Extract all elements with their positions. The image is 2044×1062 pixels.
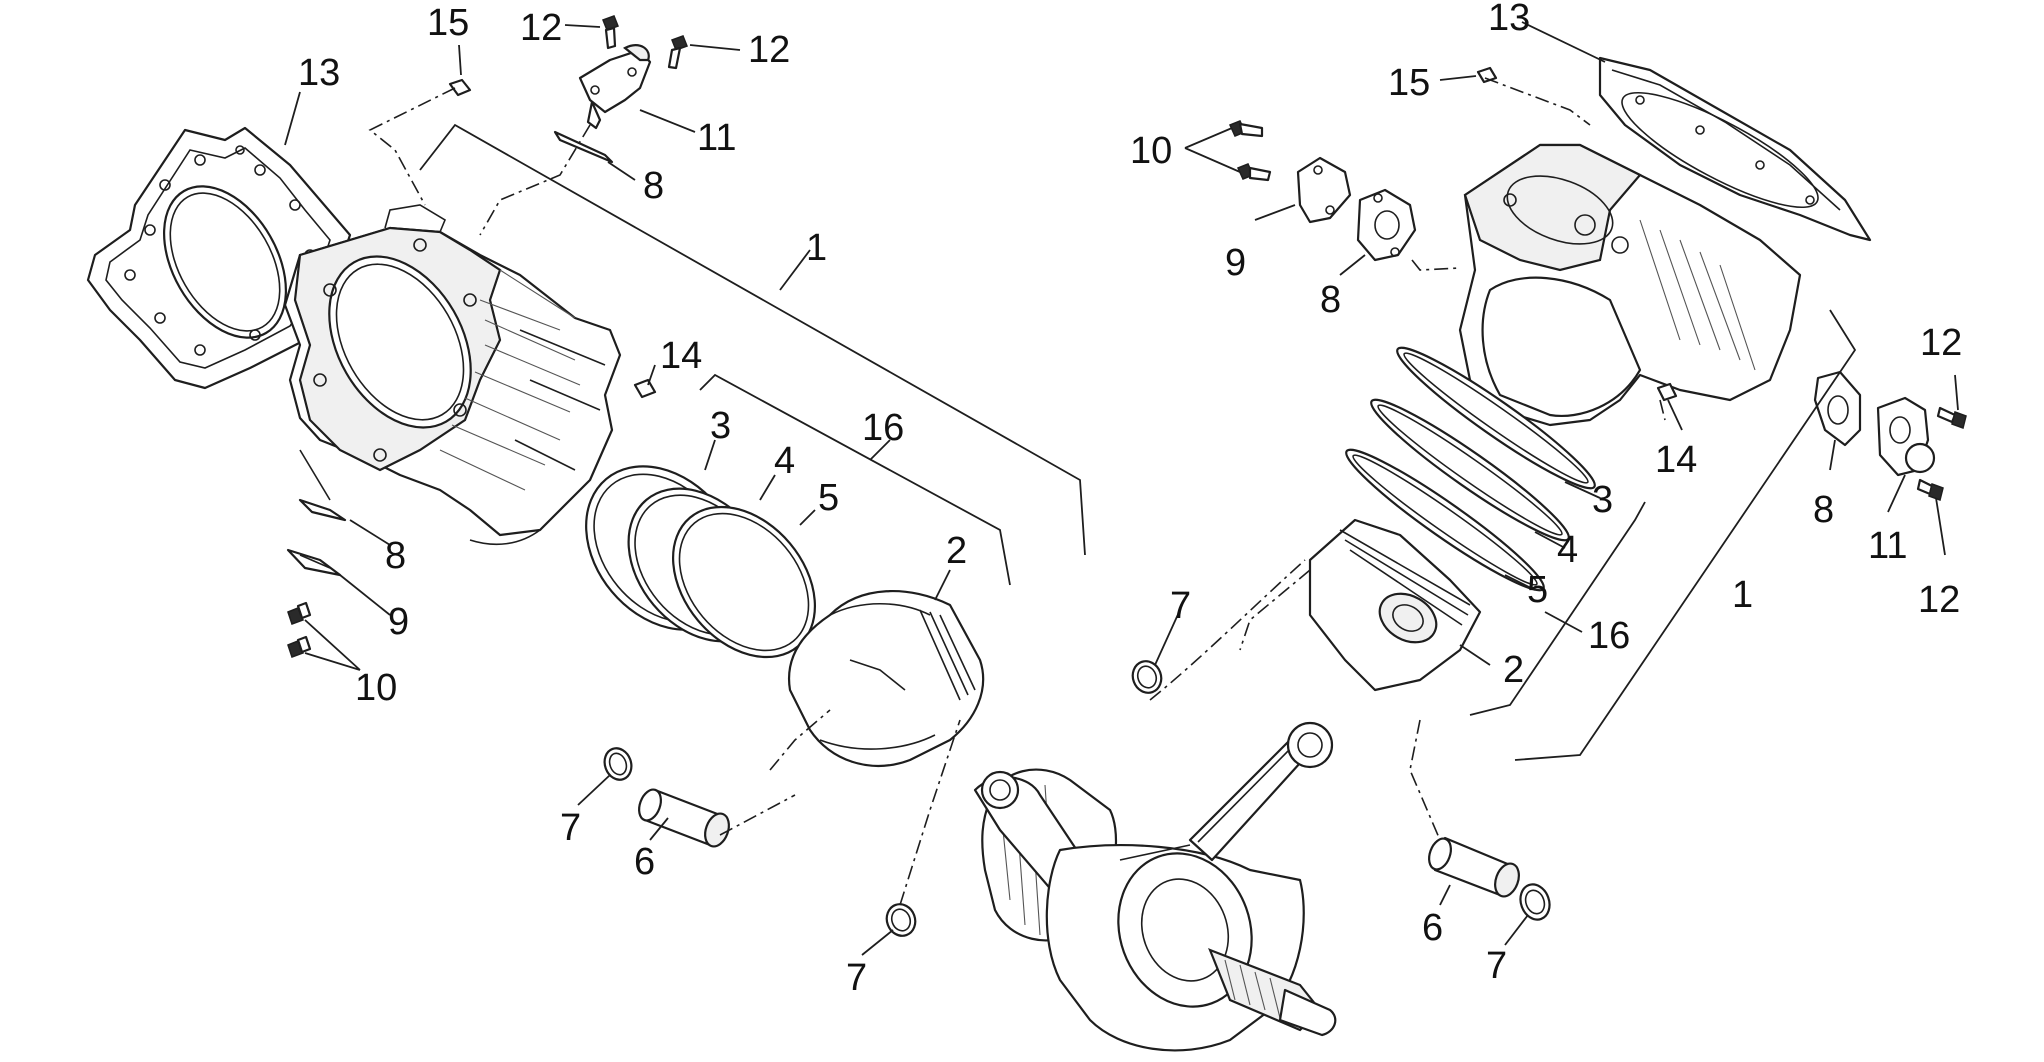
callout-r10: 10 <box>1130 130 1172 172</box>
piston-left <box>787 590 985 767</box>
piston-pin-right <box>1428 836 1520 898</box>
assembly-guide-lines <box>368 77 1666 906</box>
callout-r8a: 8 <box>1320 279 1341 321</box>
callout-l12a: 12 <box>520 7 562 49</box>
callout-r12a: 12 <box>1920 322 1962 364</box>
chain-tensioner-left <box>578 44 652 130</box>
callout-l1: 1 <box>806 227 827 269</box>
circlip-right-b <box>1519 883 1551 921</box>
callout-l6: 6 <box>634 841 655 883</box>
bracket-16-right <box>1469 501 1646 716</box>
callout-r16: 16 <box>1588 615 1630 657</box>
piston-ring-5-right <box>1345 448 1545 592</box>
bracket-16-left <box>699 373 1011 586</box>
crankshaft-assembly <box>973 721 1337 1052</box>
bolt-12-right-b <box>1916 478 1944 501</box>
callout-r8b: 8 <box>1813 489 1834 531</box>
circlip-left-a <box>603 747 633 781</box>
callout-l9: 9 <box>388 601 409 643</box>
callout-r5: 5 <box>1527 569 1548 611</box>
cover-plate-right <box>1296 156 1352 224</box>
callout-l5: 5 <box>818 477 839 519</box>
cover-plate-left-lower <box>286 548 342 577</box>
tensioner-gasket-right-side <box>1813 370 1862 447</box>
bolt-10-left-b <box>287 635 312 658</box>
callout-r13: 13 <box>1488 0 1530 39</box>
circlip-right-a <box>1131 660 1163 694</box>
bracket-1-right <box>1514 309 1857 761</box>
callout-l10: 10 <box>355 667 397 709</box>
cylinder-right <box>1458 143 1802 427</box>
chain-tensioner-right <box>1876 396 1936 477</box>
callout-l12b: 12 <box>748 29 790 71</box>
piston-ring-3-right <box>1396 346 1596 490</box>
head-gasket-right <box>1598 56 1872 242</box>
callout-r14: 14 <box>1655 439 1697 481</box>
callout-l15: 15 <box>427 2 469 44</box>
callout-r4: 4 <box>1557 529 1578 571</box>
bracket-1-left <box>419 123 1086 556</box>
dowel-pin-right-mid <box>1656 382 1678 402</box>
assembly-brackets <box>419 123 1857 761</box>
piston-right <box>1308 518 1482 692</box>
callout-l16: 16 <box>862 407 904 449</box>
piston-pin-left <box>638 788 730 848</box>
cylinder-left <box>283 204 622 546</box>
callout-r15: 15 <box>1388 62 1430 104</box>
callout-l11: 11 <box>697 117 736 159</box>
bolt-10-right-a <box>1228 120 1264 138</box>
callout-r2: 2 <box>1503 649 1524 691</box>
bolt-10-right-b <box>1236 163 1272 182</box>
bolt-12-left-a <box>602 15 619 50</box>
dowel-pin-left-mid <box>633 378 657 399</box>
piston-ring-4-right <box>1370 398 1570 542</box>
callout-l7b: 7 <box>846 957 867 999</box>
callout-l4: 4 <box>774 440 795 482</box>
callout-l7a: 7 <box>560 807 581 849</box>
callout-r7b: 7 <box>1486 945 1507 987</box>
callout-l8b: 8 <box>385 535 406 577</box>
callout-r1: 1 <box>1732 574 1753 616</box>
bolt-12-right-a <box>1936 406 1967 429</box>
callout-l8a: 8 <box>643 165 664 207</box>
tensioner-gasket-right-top <box>1356 188 1417 262</box>
callout-l14: 14 <box>660 335 702 377</box>
callout-r9: 9 <box>1225 242 1246 284</box>
head-gasket-left <box>86 126 357 390</box>
callout-l2: 2 <box>946 530 967 572</box>
callout-r12b: 12 <box>1918 579 1960 621</box>
tensioner-gasket-left-top <box>553 130 614 164</box>
leader-lines <box>284 21 1959 956</box>
callout-l3: 3 <box>710 405 731 447</box>
dowel-pin-left-top <box>448 78 472 97</box>
callout-r3: 3 <box>1592 479 1613 521</box>
callout-r11: 11 <box>1868 525 1907 567</box>
bolt-10-left-a <box>287 601 312 625</box>
callout-l13: 13 <box>298 52 340 94</box>
callout-r6: 6 <box>1422 907 1443 949</box>
callout-numbers: 13 15 12 12 11 8 1 14 16 3 4 5 2 8 9 10 … <box>298 0 1962 999</box>
dowel-pin-right-top <box>1476 66 1498 84</box>
circlip-left-b <box>885 903 917 937</box>
gasket-left-lower <box>298 498 347 522</box>
bolt-12-left-b <box>667 35 688 70</box>
callout-r7a: 7 <box>1170 585 1191 627</box>
